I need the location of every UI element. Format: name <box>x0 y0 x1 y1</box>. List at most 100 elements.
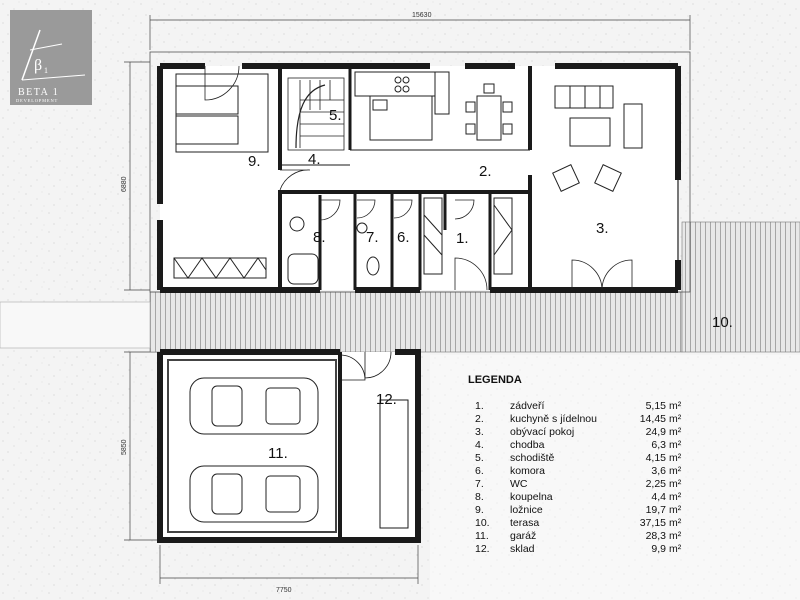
terrace <box>0 221 800 353</box>
car-icon <box>189 377 319 435</box>
door-swing-icon <box>204 65 240 101</box>
dimension-top: 15630 <box>149 12 691 50</box>
stove-icon-4 <box>402 85 410 93</box>
legend-item-unit: m² <box>669 543 682 555</box>
shoe-rack-icon <box>493 197 513 275</box>
pillow-icon-2 <box>175 115 239 145</box>
door-swing-icon-12 <box>339 354 366 381</box>
logo-subscript: 1 <box>44 66 48 75</box>
house-walls <box>157 63 681 293</box>
legend-item-num: 3. <box>475 426 484 438</box>
legend-title: LEGENDA <box>468 374 522 386</box>
room-label-5: 5. <box>329 107 342 124</box>
door-swing-icon-1 <box>454 257 488 291</box>
legend-item-area: 19,7 <box>646 504 667 516</box>
legend-item-name: zádveří <box>510 400 545 412</box>
legend-item-name: kuchyně s jídelnou <box>510 413 597 425</box>
legend-item-area: 14,45 <box>640 413 666 425</box>
legend-item-name: koupelna <box>510 491 553 503</box>
legend-item-name: komora <box>510 465 545 477</box>
room-labels: 1. 2. 3. 4. 5. 6. 7. 8. 9. 10. 11. 12. <box>248 107 733 462</box>
logo-box <box>10 10 92 105</box>
legend-item-name: garáž <box>510 530 536 542</box>
logo-line-icon <box>21 29 41 81</box>
door-swing-icon-12b <box>364 351 392 379</box>
room-label-4: 4. <box>308 151 321 168</box>
legend-item-area: 3,6 <box>651 465 666 477</box>
stairs-icon <box>287 77 345 151</box>
kitchen-island-icon <box>369 95 433 141</box>
legend-item-unit: m² <box>669 504 682 516</box>
armchair-icon <box>552 164 580 192</box>
sofa-icon <box>554 85 614 109</box>
cars <box>189 377 319 523</box>
coffee-table-icon <box>569 117 611 147</box>
room-label-9: 9. <box>248 153 261 170</box>
sink-icon <box>372 99 388 111</box>
logo-tagline: DEVELOPMENT <box>16 98 58 103</box>
stove-icon <box>394 76 402 84</box>
legend-item-unit: m² <box>669 478 682 490</box>
room-label-6: 6. <box>397 229 410 246</box>
legend-item-num: 11. <box>475 530 489 542</box>
legend-item-area: 5,15 <box>646 400 667 412</box>
chair-icon-2 <box>465 123 476 135</box>
door-swing-icon-7 <box>356 199 376 219</box>
legend-item-num: 4. <box>475 439 484 451</box>
logo-symbol: β <box>34 57 42 74</box>
legend-item-area: 24,9 <box>646 426 667 438</box>
dimension-garage-width: 7750 <box>276 587 292 594</box>
legend-item-area: 4,15 <box>646 452 667 464</box>
room-label-12: 12. <box>376 391 397 408</box>
room-label-10: 10. <box>712 314 733 331</box>
legend-item-num: 8. <box>475 491 484 503</box>
storage-shelf-icon <box>379 399 409 529</box>
door-swing-icon-9 <box>279 169 311 191</box>
terrace-deck-right <box>681 221 800 353</box>
legend-item-name: terasa <box>510 517 539 529</box>
door-swing-icon-6 <box>393 199 413 219</box>
legend-item-name: obývací pokoj <box>510 426 574 438</box>
legend-item-area: 37,15 <box>640 517 666 529</box>
door-swing-icon-1b <box>454 199 475 220</box>
legend-item-area: 2,25 <box>646 478 667 490</box>
legend-item-unit: m² <box>669 517 682 529</box>
legend-item-unit: m² <box>669 465 682 477</box>
stove-icon-2 <box>402 76 410 84</box>
toilet-icon <box>366 256 380 276</box>
legend-item-num: 10. <box>475 517 490 529</box>
room-label-2: 2. <box>479 163 492 180</box>
legend-item-unit: m² <box>669 439 682 451</box>
legend-item-name: WC <box>510 478 528 490</box>
legend-item-name: sklad <box>510 543 535 555</box>
legend-item-unit: m² <box>669 491 682 503</box>
legend-item-num: 1. <box>475 400 484 412</box>
legend-item-unit: m² <box>669 426 682 438</box>
bathtub-icon <box>287 253 319 285</box>
chair-icon-4 <box>502 123 513 135</box>
legend-item-num: 5. <box>475 452 484 464</box>
legend-item-unit: m² <box>669 530 682 542</box>
legend-item-num: 12. <box>475 543 490 555</box>
logo-line-icon-2 <box>21 74 86 81</box>
wardrobe-icon <box>173 257 267 279</box>
legend-item-num: 2. <box>475 413 484 425</box>
wardrobe-doors-icon <box>173 257 267 279</box>
chair-icon <box>465 101 476 113</box>
basin-icon <box>289 216 305 232</box>
room-label-3: 3. <box>596 220 609 237</box>
room-label-1: 1. <box>456 230 469 247</box>
room-label-7: 7. <box>366 229 379 246</box>
legend-item-unit: m² <box>669 400 682 412</box>
room-label-11: 11. <box>268 445 288 462</box>
dining-table-icon <box>476 95 502 141</box>
terrace-deck <box>149 291 683 353</box>
dimension-garage-depth: 5850 <box>121 439 128 455</box>
sofa-side-icon <box>623 103 643 149</box>
logo-name: BETA 1 <box>18 87 59 98</box>
legend-item-area: 6,3 <box>651 439 666 451</box>
logo-line-icon-3 <box>29 43 63 51</box>
terrace-door-icon <box>571 259 633 291</box>
